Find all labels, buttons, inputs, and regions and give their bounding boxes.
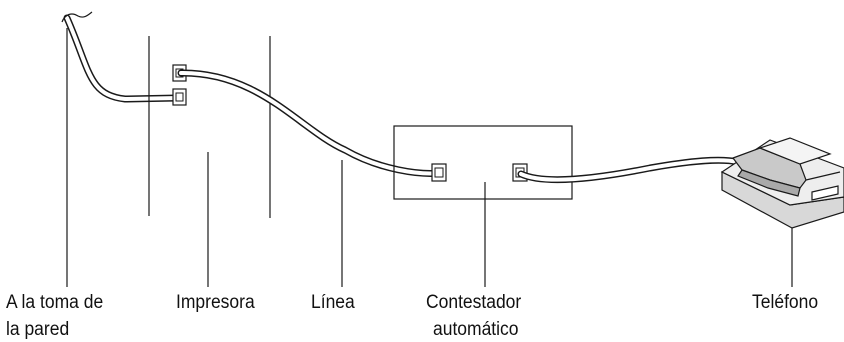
answering-machine-icon xyxy=(393,125,573,200)
label-answering-machine-line1: Contestador xyxy=(426,292,522,313)
leader-lines xyxy=(66,28,793,287)
label-printer: Impresora xyxy=(176,292,255,313)
line-cable-icon xyxy=(177,69,444,177)
telephone-icon xyxy=(720,137,844,229)
label-answering-machine-line2: automático xyxy=(433,319,519,340)
label-wall-socket-line2: la pared xyxy=(6,319,70,340)
label-wall-socket-line1: A la toma de xyxy=(6,292,104,313)
telephone-cable-icon xyxy=(517,156,742,184)
label-telephone: Teléfono xyxy=(752,292,819,313)
wall-cable-icon xyxy=(61,11,182,103)
printer-outline-icon xyxy=(148,36,271,218)
label-line: Línea xyxy=(311,292,355,313)
printer-phone-port-icon xyxy=(172,88,187,106)
